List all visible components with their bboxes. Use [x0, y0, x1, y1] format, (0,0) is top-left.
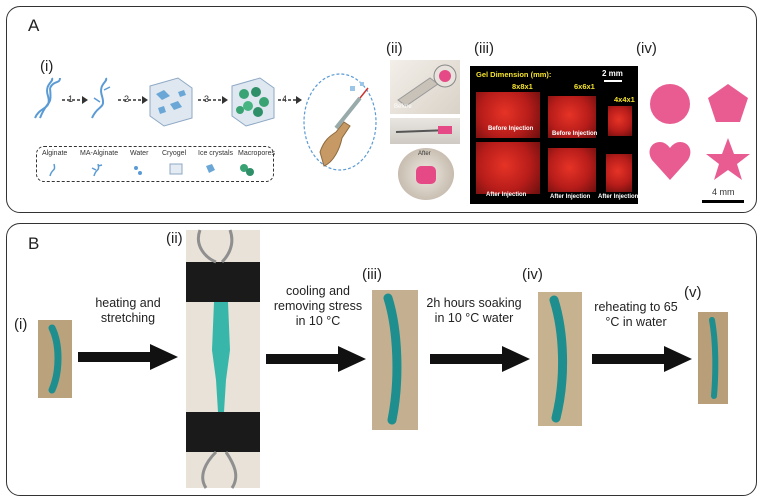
arrow-step-4 — [592, 346, 692, 372]
scale-2mm-label: 2 mm — [602, 69, 623, 78]
stretched-gel-icon — [212, 302, 230, 412]
scale-bar-2mm — [604, 80, 622, 82]
before-injection-6x6: Before Injection — [552, 131, 598, 137]
panel-b-sub-i: (i) — [14, 316, 28, 333]
after-injection-6x6: After Injection — [550, 194, 591, 200]
arrow-step-3 — [430, 346, 530, 372]
dim-6x6x1: 6x6x1 — [574, 82, 595, 91]
cryogel-box-icon — [149, 77, 193, 127]
star-gel-icon — [706, 138, 750, 180]
legend-box — [36, 146, 274, 182]
gel-6x6-after — [548, 148, 596, 192]
step-soaking: 2h hours soaking in 10 °C water — [426, 296, 522, 325]
step-3-label: 3 — [204, 94, 210, 104]
clamp-top-icon — [186, 262, 260, 302]
hand-icon — [319, 121, 351, 167]
panel-a-sub-iii: (iii) — [474, 40, 494, 57]
panel-a-sub-ii: (ii) — [386, 40, 403, 57]
heart-gel-icon — [649, 142, 691, 180]
gel-strip-iii-icon — [383, 293, 402, 425]
gel-strip-v-icon — [709, 317, 719, 399]
arrow-step-2 — [266, 346, 366, 372]
arrow-step-1 — [78, 344, 178, 370]
gel-4x4-before — [608, 106, 632, 136]
pentagon-gel-icon — [708, 84, 748, 122]
legend-cryogel: Cryogel — [162, 150, 187, 157]
legend-ma-alginate: MA-Alginate — [80, 150, 119, 157]
panel-b-sub-v: (v) — [684, 284, 702, 301]
after-injection-8x8: After Injection — [486, 192, 527, 198]
after-injection-4x4: After Injection — [598, 194, 639, 200]
panel-a — [6, 6, 757, 213]
dim-4x4x1: 4x4x1 — [614, 95, 635, 104]
gel-strip-iv-icon — [549, 295, 568, 423]
gel-strip-icon — [48, 324, 62, 394]
legend-ice-crystals: Ice crystals — [198, 150, 234, 157]
legend-alginate: Alginate — [42, 150, 68, 157]
panel-b-sub-iii: (iii) — [362, 266, 382, 283]
step-2-label: 2 — [124, 94, 130, 104]
step-reheating: reheating to 65 °C in water — [594, 300, 678, 329]
panel-b-label: B — [28, 234, 40, 253]
circle-gel-icon — [650, 84, 690, 124]
gel-dimension-label: Gel Dimension (mm): — [476, 70, 552, 79]
before-label: Before — [394, 104, 412, 110]
panel-b-sub-iv: (iv) — [522, 266, 543, 283]
gel-disc-icon — [439, 70, 451, 82]
panel-b-sub-ii: (ii) — [166, 230, 183, 247]
panel-a-sub-i: (i) — [40, 58, 54, 75]
macropore-box-icon — [231, 77, 275, 127]
panel-a-label: A — [28, 16, 40, 35]
legend-water: Water — [130, 150, 149, 157]
gel-8x8-before — [476, 92, 540, 138]
gel-8x8-after — [476, 142, 540, 194]
ma-alginate-icon — [91, 77, 108, 119]
fabrication-schematic — [34, 73, 377, 171]
shaped-gels — [649, 84, 750, 180]
legend-icons — [49, 163, 254, 177]
gel-4x4-after — [606, 154, 632, 192]
step-heating-stretching: heating and stretching — [95, 296, 161, 325]
dim-8x8x1: 8x8x1 — [512, 82, 533, 91]
scale-bar-4mm — [702, 200, 744, 203]
panel-b — [6, 223, 757, 496]
after-label: After — [418, 151, 431, 157]
step-4-label: 4 — [282, 94, 288, 104]
injection-illustration — [303, 73, 377, 171]
panel-a-sub-iv: (iv) — [636, 40, 657, 57]
gel-6x6-before — [548, 96, 596, 138]
step-cooling-removing: cooling and removing stress in 10 °C — [273, 284, 363, 328]
scale-4mm-label: 4 mm — [712, 187, 735, 197]
step-1-label: 1 — [68, 94, 74, 104]
clamp-bottom-icon — [186, 412, 260, 452]
before-injection-8x8: Before Injection — [488, 126, 534, 132]
legend-macropores: Macropores — [238, 150, 275, 157]
